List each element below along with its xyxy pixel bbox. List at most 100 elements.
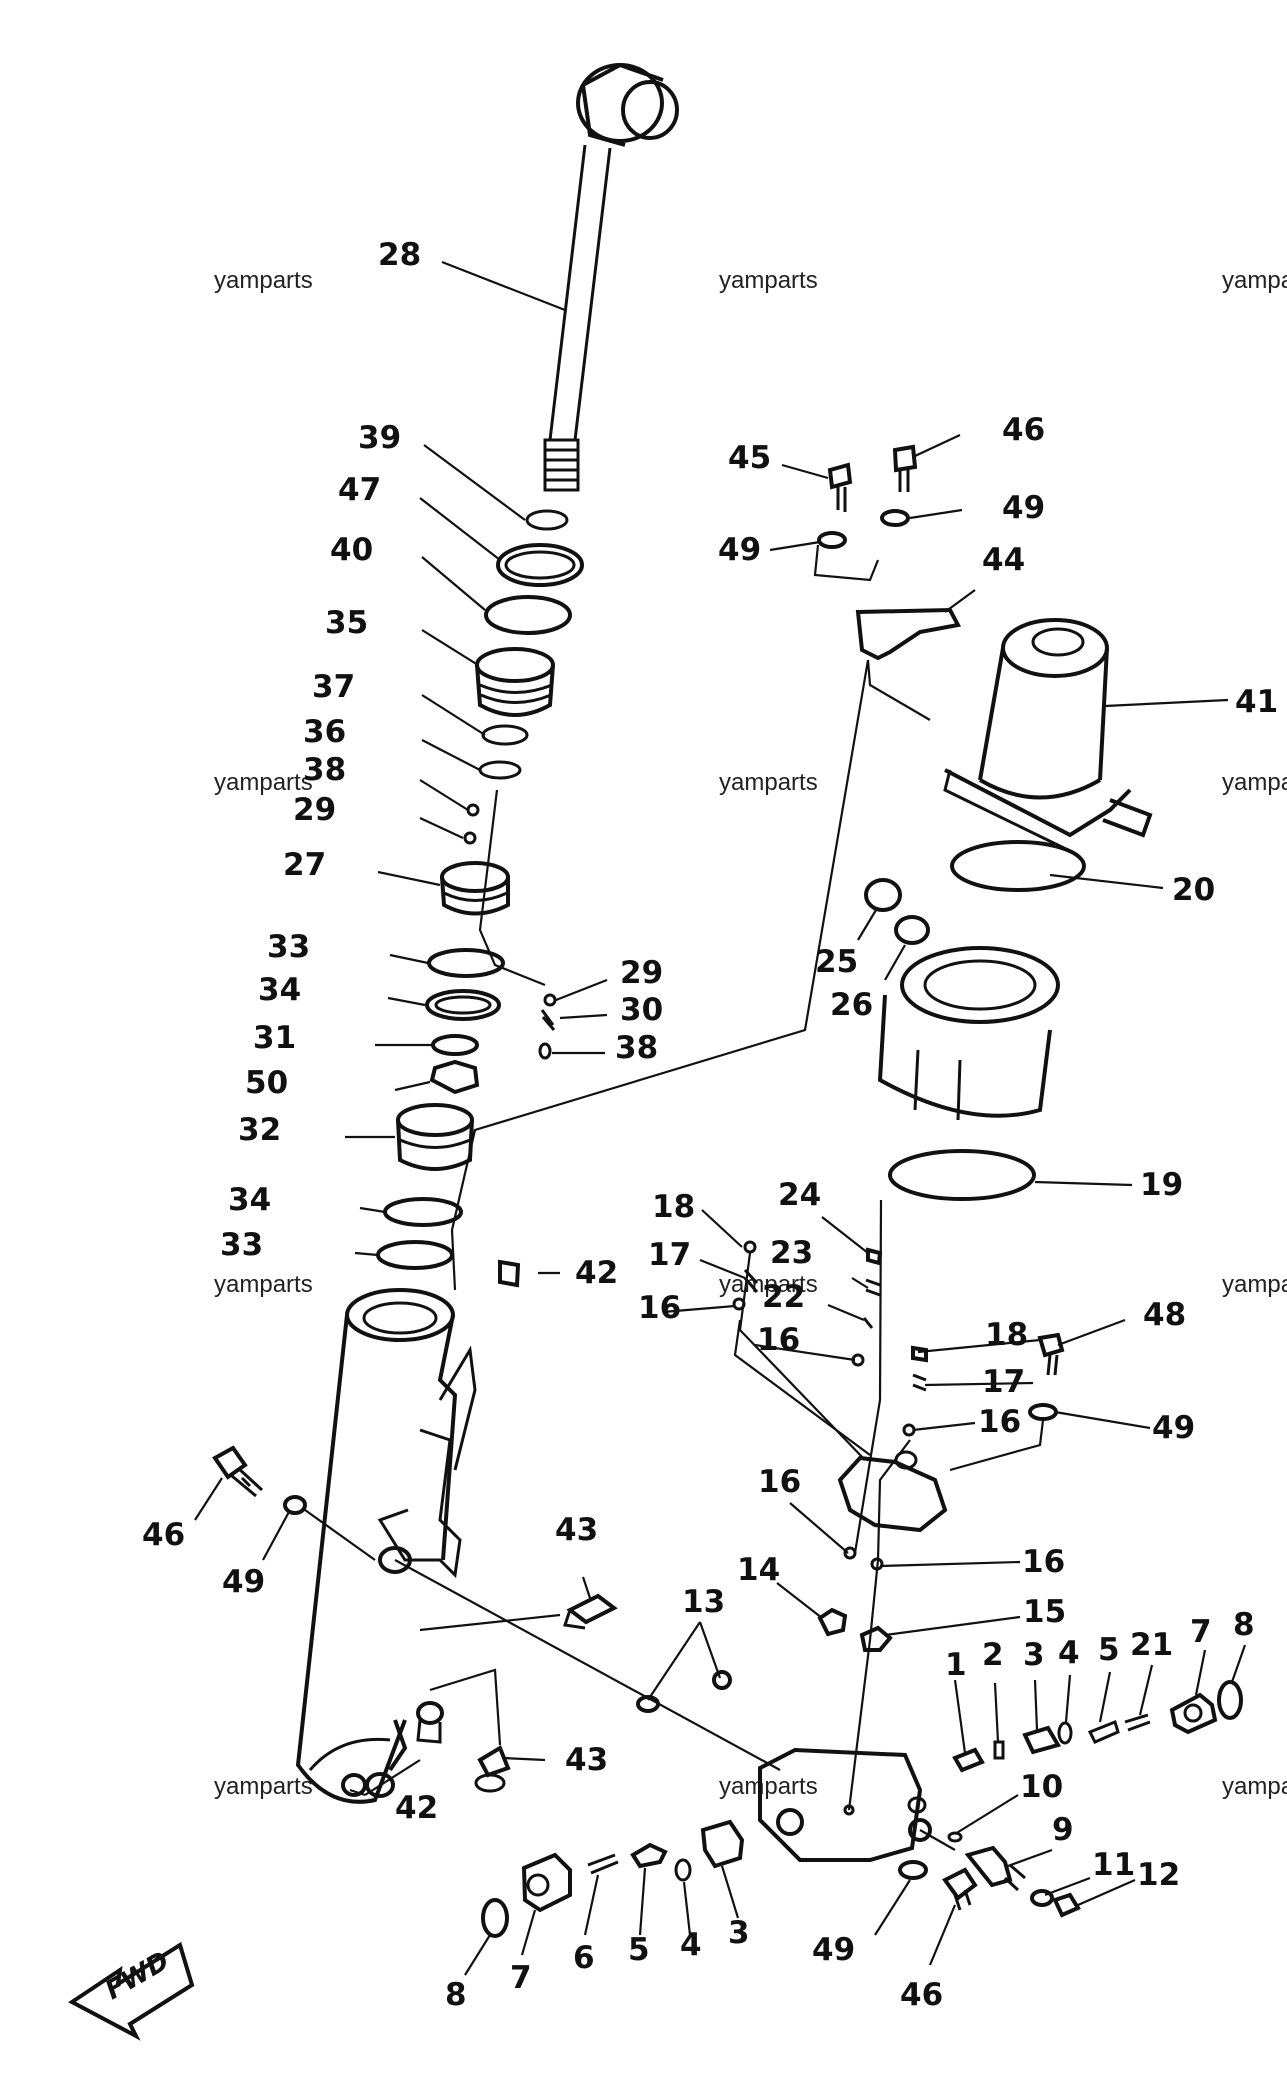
callout-14: 14 [737, 1552, 780, 1588]
callout-17: 17 [648, 1237, 691, 1273]
tilt-cylinder-part [295, 1288, 477, 1804]
callout-29b: 29 [620, 955, 663, 991]
callout-16e: 16 [1022, 1544, 1065, 1580]
callout-16d: 16 [758, 1464, 801, 1500]
callout-9: 9 [1052, 1812, 1074, 1848]
callout-27: 27 [283, 847, 326, 883]
callout-25: 25 [815, 944, 858, 980]
callout-44: 44 [982, 542, 1025, 578]
callout-8b: 8 [445, 1977, 467, 2013]
valve-assembly [732, 1240, 1065, 1652]
watermark: yamparts [214, 267, 313, 294]
callout-31: 31 [253, 1020, 296, 1056]
callout-36: 36 [303, 714, 346, 750]
callout-46c: 46 [900, 1977, 943, 2013]
watermark: yamparts [719, 769, 818, 796]
manifold-part [636, 1670, 932, 1862]
callout-22: 22 [762, 1279, 805, 1315]
callout-28: 28 [378, 237, 421, 273]
callout-17b: 17 [982, 1364, 1025, 1400]
watermark: yamparts [719, 1773, 818, 1800]
callout-46: 46 [142, 1517, 185, 1553]
callout-43: 43 [555, 1512, 598, 1548]
callout-5b: 5 [628, 1932, 650, 1968]
callout-1: 1 [945, 1647, 967, 1683]
callout-4: 4 [1058, 1635, 1080, 1671]
callout-30: 30 [620, 992, 663, 1028]
callout-38: 38 [303, 752, 346, 788]
callout-4b: 4 [680, 1927, 702, 1963]
left-valve-row [481, 1819, 745, 1938]
callout-18b: 18 [985, 1317, 1028, 1353]
fwd-arrow-icon: FWD [68, 1941, 195, 2041]
watermark: yamparts [214, 1271, 313, 1298]
watermark: yamparts [214, 1773, 313, 1800]
callout-42: 42 [575, 1255, 618, 1291]
callout-16: 16 [638, 1290, 681, 1326]
callout-16c: 16 [978, 1404, 1021, 1440]
reservoir-part [877, 946, 1060, 1121]
callout-48: 48 [1143, 1297, 1186, 1333]
callout-33: 33 [267, 929, 310, 965]
callout-49b: 49 [1002, 490, 1045, 526]
callout-32: 32 [238, 1112, 281, 1148]
watermark: yamparts [719, 1271, 818, 1298]
watermark: yamparts [1222, 267, 1287, 294]
callout-6: 6 [573, 1940, 595, 1976]
lower-left-bolts [341, 1593, 618, 1797]
fwd-label: FWD [101, 1946, 175, 2006]
bracket-part [855, 607, 962, 661]
callout-43b: 43 [565, 1742, 608, 1778]
callout-49: 49 [222, 1564, 265, 1600]
callout-2: 2 [982, 1637, 1004, 1673]
callout-34: 34 [258, 972, 301, 1008]
callout-numbers: 28 39 47 40 35 37 36 38 29 27 33 34 31 5… [142, 237, 1278, 2013]
callout-19: 19 [1140, 1167, 1183, 1203]
callout-12: 12 [1137, 1857, 1180, 1893]
callout-29: 29 [293, 792, 336, 828]
callout-40: 40 [330, 532, 373, 568]
watermark: yamparts [1222, 1271, 1287, 1298]
callout-37: 37 [312, 669, 355, 705]
callout-7: 7 [1190, 1614, 1212, 1650]
callout-24: 24 [778, 1177, 821, 1213]
reservoir-caps [864, 878, 930, 945]
callout-13: 13 [682, 1584, 725, 1620]
callout-15: 15 [1023, 1594, 1066, 1630]
callout-3: 3 [1023, 1637, 1045, 1673]
callout-8: 8 [1233, 1607, 1255, 1643]
callout-3b: 3 [728, 1915, 750, 1951]
watermark: yamparts [1222, 769, 1287, 796]
callout-46b: 46 [1002, 412, 1045, 448]
callout-18: 18 [652, 1189, 695, 1225]
callout-38b: 38 [615, 1030, 658, 1066]
callout-33b: 33 [220, 1227, 263, 1263]
callout-39: 39 [358, 420, 401, 456]
left-bolt-part [212, 1445, 307, 1515]
callout-49d: 49 [1152, 1410, 1195, 1446]
callout-35: 35 [325, 605, 368, 641]
watermark: yamparts [1222, 1773, 1287, 1800]
callout-5: 5 [1098, 1632, 1120, 1668]
callout-21: 21 [1130, 1627, 1173, 1663]
callout-42b: 42 [395, 1790, 438, 1826]
tilt-rod-part [543, 62, 679, 492]
assembly-lines [304, 544, 1045, 1851]
callout-49e: 49 [812, 1932, 855, 1968]
callout-47: 47 [338, 472, 381, 508]
left-column-parts [376, 509, 584, 1270]
right-valve-row [952, 1680, 1243, 1773]
callout-41: 41 [1235, 684, 1278, 720]
callout-20: 20 [1172, 872, 1215, 908]
top-bolts [817, 444, 918, 549]
motor-part [943, 618, 1153, 852]
callout-49c: 49 [718, 532, 761, 568]
leader-lines [194, 260, 1247, 1976]
watermark: yamparts [214, 769, 313, 796]
callout-23: 23 [770, 1235, 813, 1271]
callout-16b: 16 [757, 1322, 800, 1358]
callout-34b: 34 [228, 1182, 271, 1218]
callout-50: 50 [245, 1065, 288, 1101]
watermarks: yamparts yamparts yamparts yamparts yamp… [214, 267, 1287, 1800]
